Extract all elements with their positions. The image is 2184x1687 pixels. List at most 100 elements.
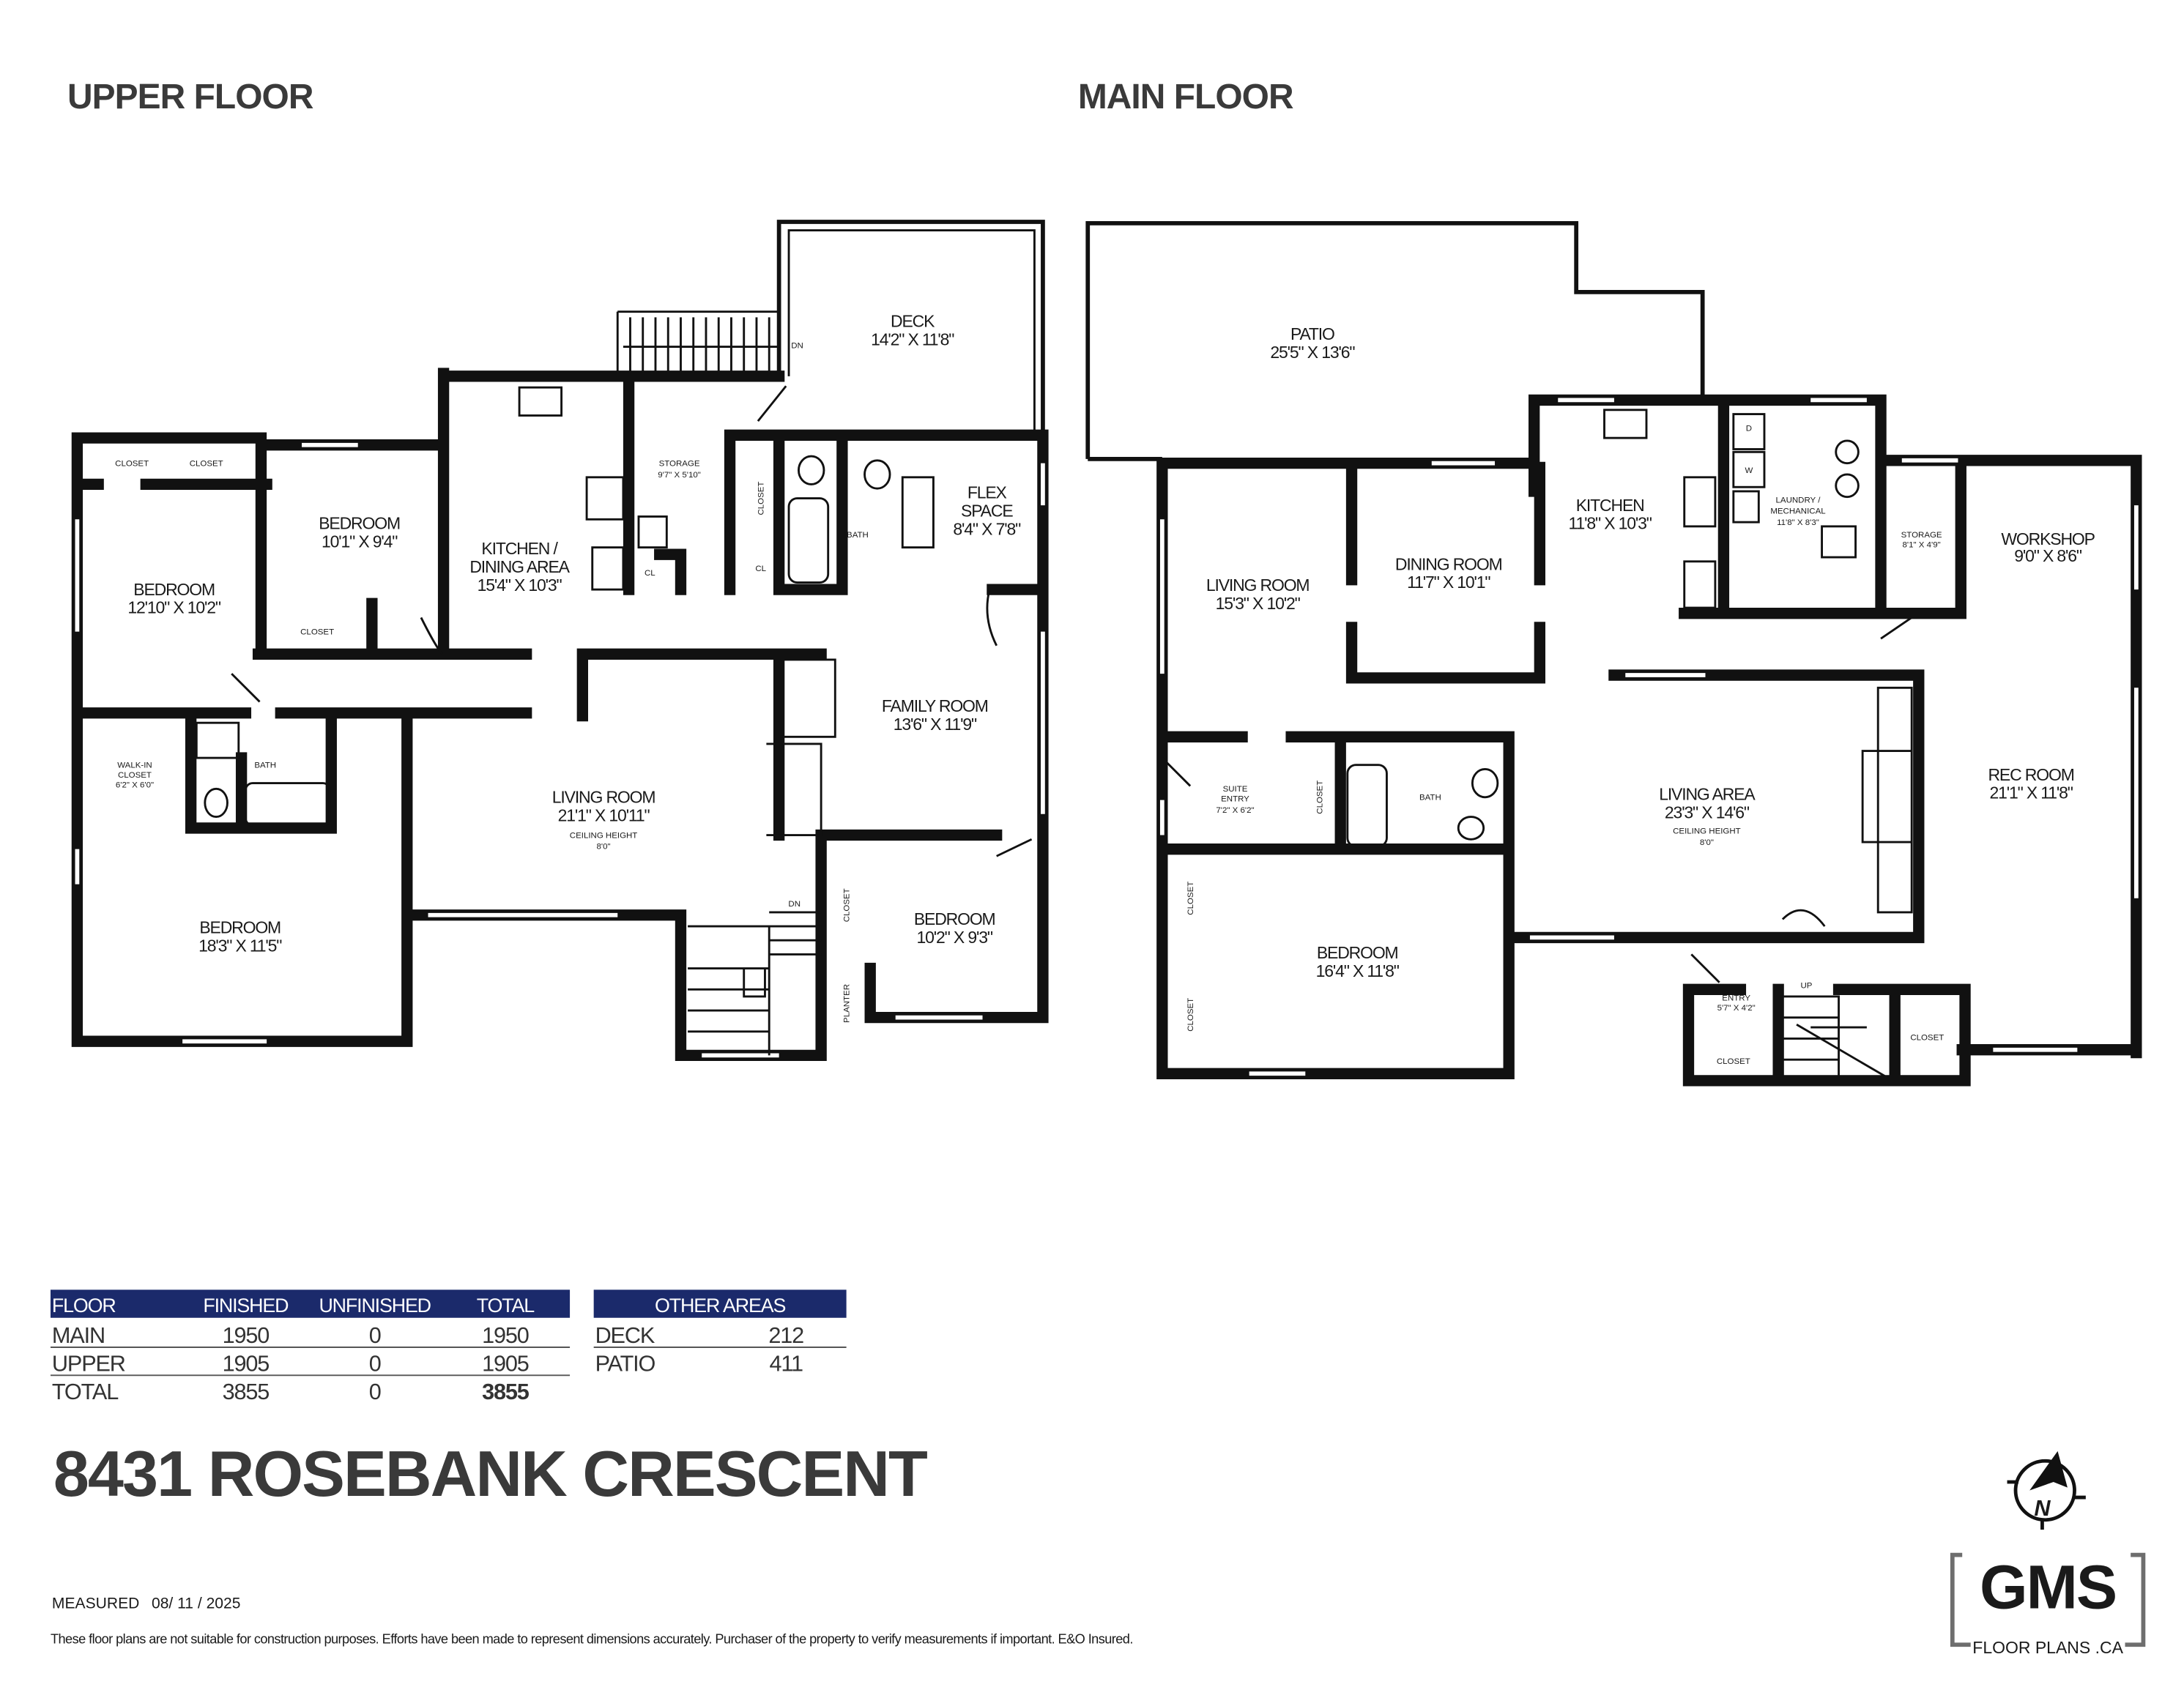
svg-text:TOTAL: TOTAL (477, 1295, 535, 1317)
svg-text:LIVING AREA: LIVING AREA (1659, 785, 1756, 804)
svg-text:1950: 1950 (482, 1323, 529, 1348)
room-rec: REC ROOM 21'1" X 11'8" (1988, 765, 2074, 802)
room-walk-in-closet: WALK-IN CLOSET 6'2" X 6'0" (116, 761, 154, 790)
room-storage: STORAGE 9'7" X 5'10" (658, 459, 701, 479)
measured-date: 08/ 11 / 2025 (152, 1595, 241, 1612)
svg-text:15'3" X 10'2": 15'3" X 10'2" (1216, 594, 1301, 613)
svg-text:ENTRY: ENTRY (1722, 994, 1750, 1003)
svg-text:MAIN: MAIN (52, 1323, 105, 1348)
room-bedroom: BEDROOM 12'10" X 10'2" (127, 580, 222, 617)
dryer-label: D (1746, 425, 1752, 433)
svg-text:10'2" X 9'3": 10'2" X 9'3" (917, 928, 993, 947)
interior-stairs (688, 911, 822, 1056)
closet-label: CLOSET (757, 482, 766, 515)
room-storage: STORAGE 8'1" X 4'9" (1901, 531, 1942, 549)
up-label: UP (1800, 981, 1812, 990)
bath-label: BATH (1419, 794, 1441, 802)
room-living-area: LIVING AREA 23'3" X 14'6" CEILING HEIGHT… (1659, 785, 1756, 847)
other-areas-table: OTHER AREAS DECK 212 PATIO 411 (593, 1289, 847, 1377)
svg-text:LAUNDRY /: LAUNDRY / (1776, 496, 1821, 504)
svg-text:KITCHEN: KITCHEN (1576, 496, 1644, 515)
svg-text:FLEX: FLEX (967, 483, 1007, 502)
bath-label: BATH (254, 761, 276, 770)
planter-label: PLANTER (842, 984, 851, 1023)
svg-text:21'1" X 10'11": 21'1" X 10'11" (558, 805, 650, 824)
svg-text:SUITE: SUITE (1223, 785, 1248, 794)
upper-floor-plan: CLOSET CLOSET CLOSET CLOSET CLOSET PLANT… (71, 220, 1049, 1062)
svg-text:0: 0 (369, 1352, 381, 1377)
svg-text:REC ROOM: REC ROOM (1988, 765, 2073, 784)
svg-text:FAMILY ROOM: FAMILY ROOM (882, 696, 988, 715)
disclaimer: These floor plans are not suitable for c… (51, 1631, 1133, 1646)
room-bedroom: BEDROOM 16'4" X 11'8" (1316, 943, 1400, 980)
svg-text:0: 0 (369, 1379, 381, 1404)
room-kitchen-dining: KITCHEN / DINING AREA 15'4" X 10'3" (469, 539, 571, 595)
svg-text:3855: 3855 (223, 1379, 270, 1404)
svg-text:ENTRY: ENTRY (1221, 795, 1249, 804)
svg-text:UNFINISHED: UNFINISHED (319, 1295, 431, 1317)
svg-text:TOTAL: TOTAL (52, 1379, 119, 1404)
svg-text:SPACE: SPACE (961, 501, 1013, 520)
room-patio: PATIO 25'5" X 13'6" (1270, 324, 1356, 362)
svg-text:411: 411 (769, 1352, 803, 1377)
svg-text:STORAGE: STORAGE (659, 459, 700, 468)
svg-text:9'0" X 8'6": 9'0" X 8'6" (2014, 546, 2082, 565)
svg-text:0: 0 (369, 1323, 381, 1348)
svg-text:PATIO: PATIO (1290, 324, 1334, 343)
room-living: LIVING ROOM 15'3" X 10'2" (1206, 576, 1310, 613)
room-kitchen: KITCHEN 11'8" X 10'3" (1569, 496, 1653, 533)
main-floor-title: MAIN FLOOR (1078, 78, 1293, 116)
table-row: PATIO 411 (595, 1352, 804, 1377)
main-walls (1156, 394, 2142, 1087)
svg-text:BEDROOM: BEDROOM (133, 580, 215, 599)
svg-text:8'4" X 7'8": 8'4" X 7'8" (953, 519, 1021, 538)
room-flex-space: FLEX SPACE 8'4" X 7'8" (953, 483, 1022, 539)
room-bedroom: BEDROOM 10'1" X 9'4" (319, 514, 401, 551)
area-table: FLOOR FINISHED UNFINISHED TOTAL MAIN 195… (50, 1289, 571, 1404)
svg-text:DINING ROOM: DINING ROOM (1395, 554, 1502, 573)
table-row: TOTAL 3855 0 3855 (52, 1379, 530, 1404)
closet-label: CLOSET (1315, 781, 1324, 814)
svg-text:DECK: DECK (595, 1323, 655, 1348)
patio-outline (1085, 221, 1705, 459)
down-label: DN (791, 341, 803, 350)
room-living: LIVING ROOM 21'1" X 10'11" CEILING HEIGH… (552, 787, 656, 851)
gms-logo: GMS FLOOR PLANS .CA (1950, 1552, 2146, 1657)
room-suite-entry: SUITE ENTRY 7'2" X 6'2" (1216, 785, 1254, 815)
svg-text:LIVING ROOM: LIVING ROOM (1206, 576, 1310, 595)
measured-label: MEASURED (52, 1595, 139, 1612)
svg-text:GMS: GMS (1980, 1552, 2116, 1621)
svg-text:15'4" X 10'3": 15'4" X 10'3" (478, 576, 562, 595)
svg-text:WALK-IN: WALK-IN (117, 761, 152, 770)
north-compass-icon: N (2007, 1450, 2086, 1530)
svg-text:11'8" X 10'3": 11'8" X 10'3" (1569, 514, 1652, 533)
table-header-band (50, 1289, 571, 1318)
closet-label: CLOSET (1910, 1033, 1944, 1042)
table-row: UPPER 1905 0 1905 (52, 1352, 530, 1377)
svg-text:DINING AREA: DINING AREA (469, 557, 570, 576)
closet-label: CLOSET (300, 627, 334, 636)
svg-text:12'10" X 10'2": 12'10" X 10'2" (127, 598, 221, 617)
svg-text:FLOOR: FLOOR (52, 1295, 116, 1317)
closet-label: CLOSET (1186, 998, 1195, 1032)
svg-text:KITCHEN /: KITCHEN / (481, 539, 558, 558)
svg-text:8'0": 8'0" (1700, 838, 1714, 847)
svg-text:23'3" X 14'6": 23'3" X 14'6" (1665, 803, 1750, 822)
closet-label: CLOSET (115, 459, 149, 468)
svg-text:212: 212 (768, 1323, 803, 1348)
room-entry: ENTRY 5'7" X 4'2" (1717, 994, 1756, 1013)
svg-text:UPPER: UPPER (52, 1352, 125, 1377)
svg-text:1905: 1905 (482, 1352, 529, 1377)
entry-stairs (1782, 995, 1889, 1079)
room-deck: DECK 14'2" X 11'8" (871, 312, 955, 349)
svg-text:7'2" X 6'2": 7'2" X 6'2" (1216, 806, 1254, 815)
svg-text:BEDROOM: BEDROOM (199, 918, 281, 937)
svg-text:WORKSHOP: WORKSHOP (2001, 529, 2095, 548)
svg-text:FINISHED: FINISHED (203, 1295, 289, 1317)
svg-text:5'7" X 4'2": 5'7" X 4'2" (1717, 1004, 1756, 1013)
upper-floor-title: UPPER FLOOR (67, 78, 313, 116)
svg-text:PATIO: PATIO (595, 1352, 655, 1377)
washer-label: W (1745, 466, 1753, 475)
svg-text:1950: 1950 (223, 1323, 270, 1348)
